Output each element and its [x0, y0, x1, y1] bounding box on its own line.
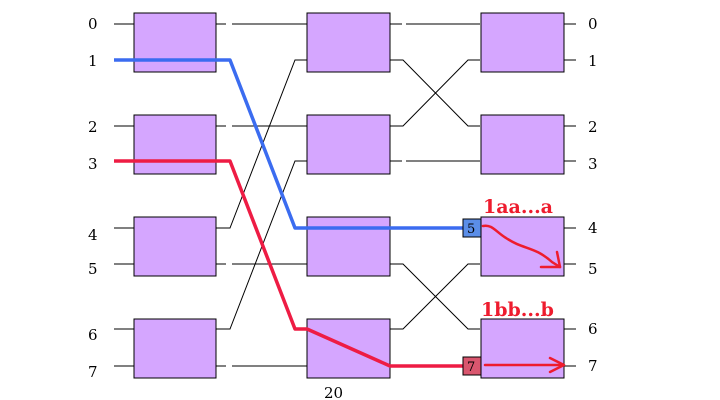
output-label-2: 2: [588, 118, 598, 136]
input-stubs: [114, 23, 134, 367]
input-label-0: 0: [88, 15, 98, 33]
switch-box-s3-3: [480, 318, 565, 379]
red-path-annotation: 1bb...b: [481, 299, 554, 321]
input-label-1: 1: [88, 52, 98, 70]
switch-box-s2-1: [306, 114, 391, 175]
red-address-tag: [462, 356, 482, 376]
switch-box-s3-1: [480, 114, 565, 175]
stage-label: 20: [324, 384, 343, 400]
shuffle-links-stage2-stage3: [390, 23, 480, 330]
annotation-arrow-to-output-5: [481, 224, 562, 269]
output-label-0: 0: [588, 15, 598, 33]
input-label-3: 3: [88, 155, 98, 173]
input-label-7: 7: [88, 363, 98, 381]
blue-path-annotation: 1aa...a: [483, 196, 553, 218]
switch-box-s2-0: [306, 12, 391, 73]
output-label-5: 5: [588, 260, 598, 278]
blue-route-path: [114, 58, 463, 230]
annotation-arrow-to-output-7: [483, 356, 566, 374]
output-label-3: 3: [588, 155, 598, 173]
switch-box-s1-2: [133, 216, 217, 277]
input-label-5: 5: [88, 260, 98, 278]
input-label-4: 4: [88, 226, 98, 244]
blue-address-tag: [462, 218, 482, 238]
input-label-6: 6: [88, 326, 98, 344]
output-label-4: 4: [588, 219, 598, 237]
red-route-path: [114, 159, 463, 368]
input-label-2: 2: [88, 118, 98, 136]
switch-box-s1-3: [133, 318, 217, 379]
switch-box-s3-0: [480, 12, 565, 73]
switch-box-s2-2: [306, 216, 391, 277]
output-label-1: 1: [588, 52, 598, 70]
shuffle-links-stage1-stage2: [216, 23, 307, 367]
output-label-6: 6: [588, 320, 598, 338]
output-stubs: [564, 23, 576, 367]
switch-box-s1-0: [133, 12, 217, 73]
blue-address-tag-label: 5: [467, 222, 475, 237]
switch-box-s1-1: [133, 114, 217, 175]
output-label-7: 7: [588, 357, 598, 375]
red-address-tag-label: 7: [467, 360, 475, 375]
